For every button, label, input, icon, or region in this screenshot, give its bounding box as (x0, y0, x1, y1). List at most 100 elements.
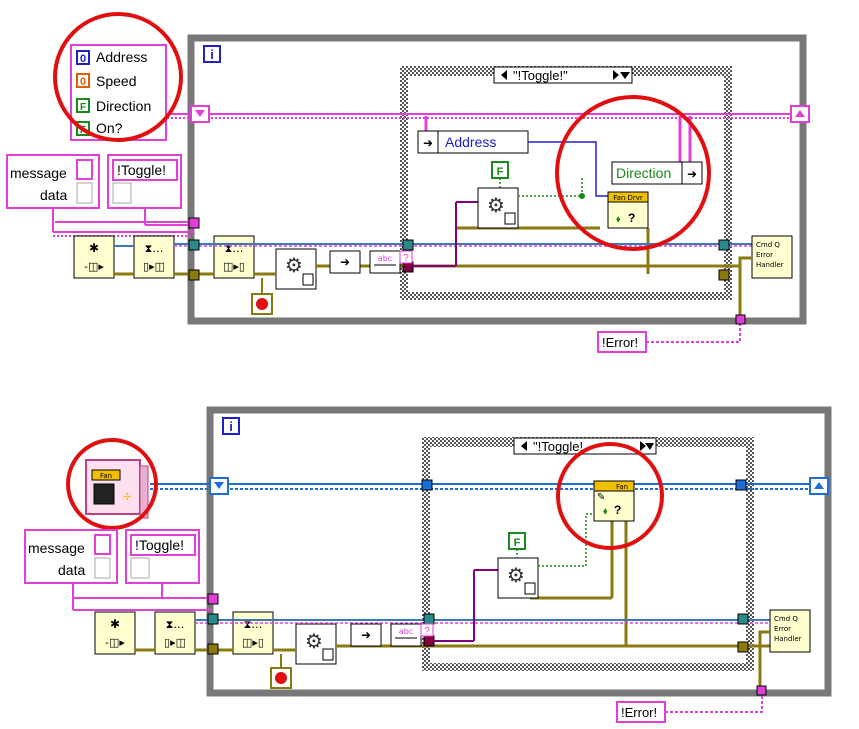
top-enqueue-vi[interactable]: ⧗… ▯▸◫ (133, 235, 175, 279)
cluster-label-address: Address (96, 49, 147, 65)
svg-text:Handler: Handler (756, 261, 784, 269)
cluster-element-address: 0 Address (76, 49, 147, 65)
svg-text:abc: abc (399, 627, 413, 636)
bottom-while-loop[interactable] (206, 406, 832, 697)
top-cluster-constant[interactable]: 0 Address 0 Speed F Direction F On? (70, 44, 167, 141)
svg-text:0: 0 (80, 76, 86, 88)
svg-text:?: ? (424, 626, 430, 637)
bottom-gear-vi[interactable]: ⚙ (295, 623, 337, 665)
svg-text:⧗…: ⧗… (166, 618, 185, 631)
bottom-fan-class-constant[interactable]: Fan ✢ (85, 459, 149, 519)
top-message-data-cluster[interactable]: message data (6, 154, 100, 209)
top-unbundle-address[interactable]: ➜ Address (417, 130, 529, 154)
svg-text:data: data (58, 562, 85, 578)
bottom-shift-register-left[interactable] (209, 477, 229, 495)
top-case-selector[interactable]: "!Toggle!" (493, 66, 633, 84)
unbundle-address-label: Address (445, 134, 496, 150)
top-toggle-constant[interactable]: !Toggle! (107, 154, 182, 209)
bottom-data-wire (434, 569, 498, 642)
cluster-label-on: On? (96, 120, 123, 136)
bundle-direction-label: Direction (616, 165, 671, 181)
svg-text:message: message (28, 540, 85, 556)
top-data-wire (412, 201, 478, 267)
svg-text:⧗…: ⧗… (145, 242, 164, 255)
svg-text:Error: Error (774, 625, 791, 633)
bottom-string-subset[interactable]: ➜ abc ? (350, 623, 434, 647)
bottom-case-selector[interactable]: "!Toggle! (513, 437, 657, 455)
top-fan-drvr-vi[interactable]: Fan Drvr ⬧ ? (607, 191, 649, 229)
svg-text:Handler: Handler (774, 635, 802, 643)
top-dequeue-vi[interactable]: ⧗… ◫▸▯ (213, 235, 255, 279)
decrement-arrow-icon[interactable] (521, 441, 527, 451)
top-while-loop[interactable] (187, 34, 807, 325)
bottom-obtain-queue-vi[interactable]: ✱ -◫▸ (94, 611, 136, 655)
fan-drvr-title: Fan Drvr (613, 194, 643, 202)
top-shift-register-right[interactable] (790, 105, 810, 123)
bottom-dequeue-vi[interactable]: ⧗… ◫▸▯ (232, 611, 274, 655)
top-error-handler-vi[interactable]: Cmd Q Error Handler (751, 235, 793, 279)
gear-icon: ⚙ (507, 563, 525, 587)
top-obtain-queue-vi[interactable]: ✱ -◫▸ (73, 235, 115, 279)
decrement-arrow-icon[interactable] (501, 70, 507, 80)
svg-text:"!Toggle!: "!Toggle! (533, 439, 583, 454)
top-tunnel-error (188, 269, 200, 281)
dropdown-arrow-icon[interactable] (620, 72, 630, 79)
bottom-stop-terminal[interactable] (270, 667, 292, 689)
top-case-tunnel-queue (402, 239, 414, 251)
svg-text:➜: ➜ (423, 136, 433, 150)
svg-text:0: 0 (80, 53, 86, 65)
svg-text:?: ? (614, 503, 621, 517)
top-false-constant[interactable]: F (491, 161, 509, 179)
bottom-case-gear-vi[interactable]: ⚙ (497, 557, 539, 599)
svg-text:F: F (497, 166, 504, 178)
message-label: message (10, 165, 67, 181)
top-gear-vi[interactable]: ⚙ (275, 248, 317, 290)
svg-text:⬧: ⬧ (603, 506, 608, 517)
toggle-label: !Toggle! (117, 162, 166, 178)
bottom-enqueue-vi[interactable]: ⧗… ▯▸◫ (154, 611, 196, 655)
svg-text:!Error!: !Error! (602, 335, 638, 350)
increment-arrow-icon[interactable] (640, 441, 646, 451)
top-case-gear-vi[interactable]: ⚙ (477, 187, 519, 229)
fan-icon: ✢ (123, 492, 131, 503)
top-string-subset[interactable]: ➜ abc ? (329, 250, 413, 274)
increment-arrow-icon[interactable] (613, 70, 619, 80)
bottom-message-data-cluster[interactable]: message data (24, 529, 118, 584)
pencil-icon: ✎ (597, 492, 605, 503)
svg-text:Cmd Q: Cmd Q (756, 241, 780, 249)
bottom-fan-method-vi[interactable]: Fan ✎ ⬧ ? (593, 480, 635, 522)
bottom-toggle-constant[interactable]: !Toggle! (125, 529, 200, 584)
top-loop-iteration-label: i (210, 47, 214, 62)
svg-text:abc: abc (378, 254, 392, 263)
cluster-element-direction: F Direction (76, 98, 151, 114)
top-error-constant[interactable]: !Error! (597, 331, 647, 353)
top-case-tunnel-error-out (718, 269, 730, 281)
cluster-element-speed: 0 Speed (76, 73, 136, 89)
svg-text:✱: ✱ (110, 617, 120, 631)
top-bundle-direction[interactable]: Direction ➜ (611, 161, 703, 185)
top-shift-register-left[interactable] (190, 105, 210, 123)
top-loop-iteration-terminal (203, 45, 221, 63)
bottom-error-handler-vi[interactable]: Cmd Q Error Handler (769, 609, 811, 653)
dropdown-arrow-icon[interactable] (645, 443, 654, 450)
gear-icon: ⚙ (305, 629, 323, 653)
bottom-message-wires (72, 583, 212, 611)
top-stop-terminal[interactable] (251, 293, 273, 315)
bottom-error-constant[interactable]: !Error! (616, 701, 666, 723)
bottom-false-constant[interactable]: F (508, 532, 526, 550)
top-tunnel-queue (188, 239, 200, 251)
bottom-shift-register-right[interactable] (809, 477, 829, 495)
svg-text:✱: ✱ (89, 241, 99, 255)
svg-text:◫▸▯: ◫▸▯ (242, 636, 264, 649)
top-highlight-cluster (53, 12, 183, 142)
svg-text:◫▸▯: ◫▸▯ (223, 260, 245, 273)
bottom-highlight-fan-method (556, 442, 664, 550)
svg-text:F: F (80, 102, 86, 113)
gear-icon: ⚙ (285, 253, 303, 277)
gear-icon: ⚙ (487, 193, 505, 217)
cluster-label-direction: Direction (96, 98, 151, 114)
top-case-selector-label: "!Toggle!" (513, 68, 568, 83)
top-tunnel-message (188, 217, 200, 229)
data-label: data (40, 187, 67, 203)
svg-text:⬧: ⬧ (616, 214, 621, 225)
